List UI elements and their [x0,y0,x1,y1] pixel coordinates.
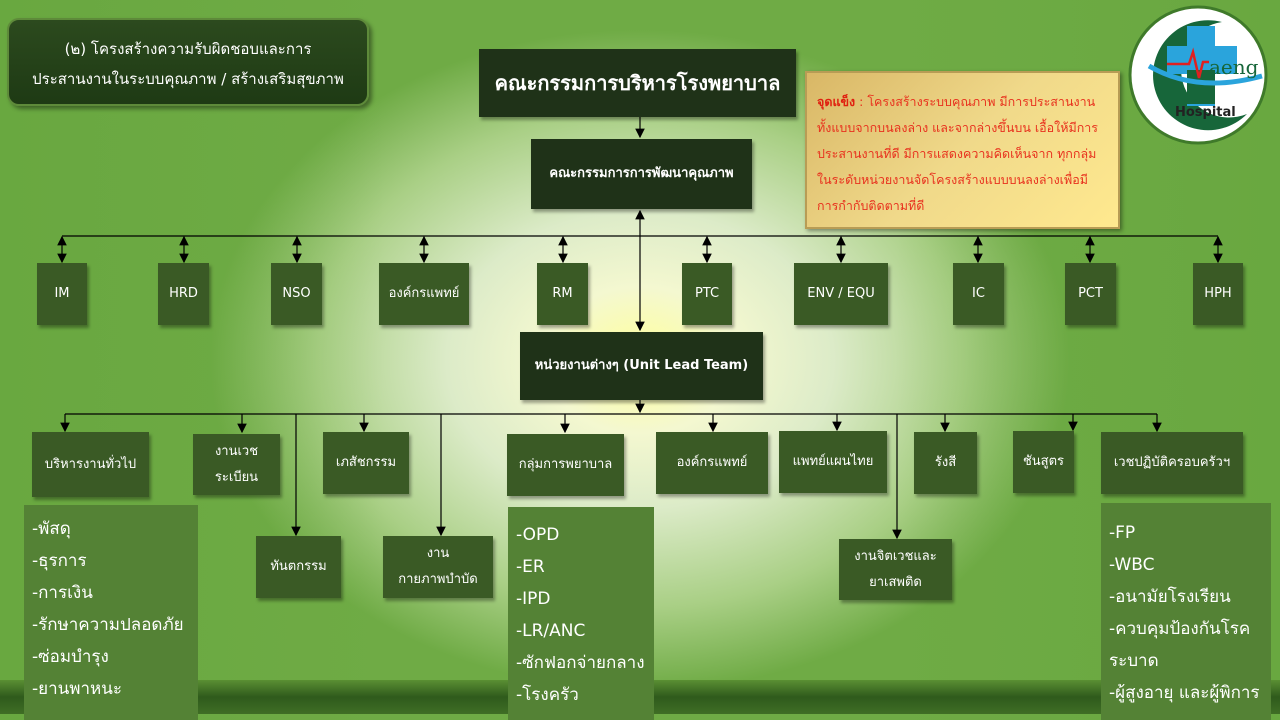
list-item: -พัสดุ [32,519,71,539]
unit-nursing: กลุ่มการพยาบาล [507,434,624,496]
family-medicine-sub-list: -FP -WBC -อนามัยโรงเรียน -ควบคุมป้องกันโ… [1101,503,1271,720]
title-line-2: ประสานงานในระบบคุณภาพ / สร้างเสริมสุขภาพ [32,70,344,88]
unit-lead-team-box: หน่วยงานต่างๆ (Unit Lead Team) [520,332,763,400]
list-item: -IPD [516,589,551,609]
unit-medical-records: งานเวช ระเบียน [193,434,280,495]
list-item: -LR/ANC [516,621,586,641]
nursing-sub-list: -OPD -ER -IPD -LR/ANC -ซักฟอกจ่ายกลาง -โ… [508,507,654,720]
list-item: -การเงิน [32,583,93,603]
team-nso: NSO [271,263,322,325]
list-item: -อนามัยโรงเรียน [1109,587,1231,607]
unit-general-admin: บริหารงานทั่วไป [32,432,149,497]
unit-radiology: รังสี [914,432,977,494]
team-im: IM [37,263,87,325]
team-rm: RM [537,263,588,325]
title-line-1: (๒) โครงสร้างความรับผิดชอบและการ [64,40,312,58]
list-item: -OPD [516,525,560,545]
team-hrd: HRD [158,263,209,325]
sub-unit-physiotherapy: งาน กายภาพบำบัด [383,536,493,598]
list-item: -ซ่อมบำรุง [32,647,109,667]
unit-laboratory: ชันสูตร [1013,431,1074,493]
strength-note: จุดแข็ง : โครงสร้างระบบคุณภาพ มีการประสา… [805,71,1120,229]
team-env-equ: ENV / EQU [794,263,888,325]
svg-text:Hospital: Hospital [1175,105,1236,120]
unit-medical-org: องค์กรแพทย์ [656,432,768,494]
svg-text:aeng: aeng [1209,55,1259,79]
quality-committee-box: คณะกรรมการการพัฒนาคุณภาพ [531,139,752,209]
list-item: -ผู้สูงอายุ และผู้พิการ [1109,683,1260,703]
unit-thai-medicine: แพทย์แผนไทย [779,431,887,493]
strength-label: จุดแข็ง [817,94,856,109]
team-hph: HPH [1193,263,1243,325]
unit-family-medicine: เวชปฏิบัติครอบครัวฯ [1101,432,1243,494]
hospital-logo: aeng Hospital [1128,5,1268,145]
list-item: -รักษาความปลอดภัย [32,615,184,635]
sub-unit-dental: ทันตกรรม [256,536,341,598]
sub-unit-psychiatry: งานจิตเวชและ ยาเสพติด [839,539,952,600]
team-ptc: PTC [682,263,732,325]
list-item: -FP [1109,523,1136,543]
list-item: -ธุรการ [32,551,87,571]
hospital-board-box: คณะกรรมการบริหารโรงพยาบาล [479,49,796,117]
list-item: -ซักฟอกจ่ายกลาง [516,653,645,673]
list-item: ระบาด [1109,651,1159,671]
list-item: -โรงครัว [516,685,579,705]
slide-title: (๒) โครงสร้างความรับผิดชอบและการ ประสานง… [7,18,369,106]
list-item: -ยานพาหนะ [32,679,122,699]
team-medical-org: องค์กรแพทย์ [379,263,469,325]
team-pct: PCT [1065,263,1116,325]
admin-sub-list: -พัสดุ -ธุรการ -การเงิน -รักษาความปลอดภั… [24,505,198,720]
list-item: -WBC [1109,555,1155,575]
team-ic: IC [953,263,1004,325]
unit-pharmacy: เภสัชกรรม [323,432,409,494]
list-item: -ควบคุมป้องกันโรค [1109,619,1251,639]
strength-text: : โครงสร้างระบบคุณภาพ มีการประสานงานทั้ง… [817,94,1099,213]
list-item: -ER [516,557,545,577]
